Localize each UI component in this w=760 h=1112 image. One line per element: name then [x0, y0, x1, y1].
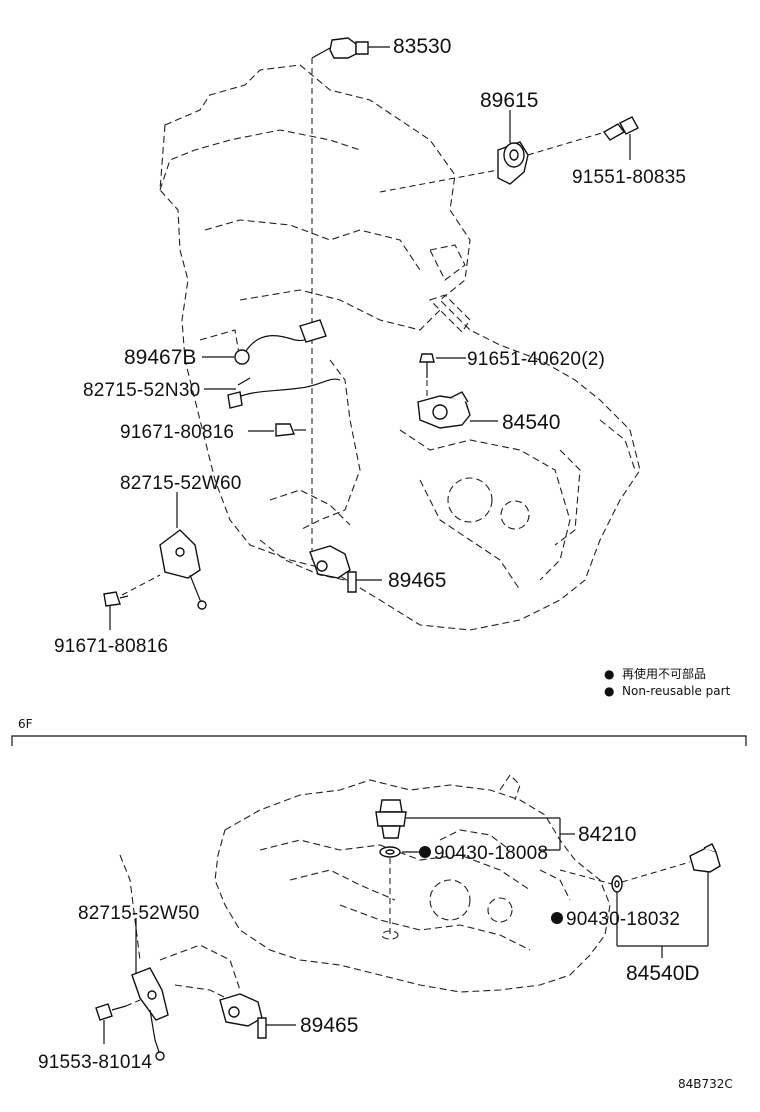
bracket-icon	[131, 918, 169, 1061]
bolt-icon	[419, 353, 466, 400]
callout-83530[interactable]: 83530	[393, 35, 451, 58]
callout-90430-18008[interactable]: 90430-18008	[434, 843, 548, 864]
callout-89465-top[interactable]: 89465	[388, 569, 446, 592]
bolt-icon	[602, 116, 639, 160]
callout-91553-81014[interactable]: 91553-81014	[38, 1052, 152, 1073]
knock-sensor-icon	[497, 110, 529, 185]
neutral-switch-icon	[617, 843, 721, 958]
legend-text-en: Non-reusable part	[622, 684, 731, 698]
speed-sensor-icon	[309, 545, 382, 593]
washer-icon	[559, 861, 691, 946]
callout-82715-52W60[interactable]: 82715-52W60	[120, 473, 242, 494]
callout-91671-80816-bottom[interactable]: 91671-80816	[54, 636, 168, 657]
callout-84210[interactable]: 84210	[578, 823, 636, 846]
harness-clamp-icon	[204, 377, 341, 409]
legend-bullet-en: ●	[604, 684, 614, 698]
engine-outline-top	[159, 64, 641, 631]
neutral-start-switch-icon	[417, 391, 498, 429]
callout-89467B[interactable]: 89467B	[124, 346, 196, 369]
bolt-icon	[103, 591, 129, 630]
section-divider	[11, 735, 747, 746]
callout-89615[interactable]: 89615	[480, 89, 538, 112]
transaxle-outline-bottom	[119, 774, 611, 1001]
oxygen-sensor-icon	[202, 319, 327, 365]
callout-91551-80835[interactable]: 91551-80835	[572, 167, 686, 188]
non-reusable-dot	[419, 846, 431, 858]
speed-sensor-icon	[219, 993, 296, 1039]
pressure-switch-icon	[375, 799, 575, 850]
legend-text-ja: 再使用不可部品	[622, 666, 706, 681]
callout-82715-52N30[interactable]: 82715-52N30	[83, 380, 200, 401]
callout-91671-80816-mid[interactable]: 91671-80816	[120, 422, 234, 443]
figure-id: 84B732C	[678, 1077, 733, 1091]
callout-84540[interactable]: 84540	[502, 411, 560, 434]
legend: ● 再使用不可部品 ● Non-reusable part	[604, 666, 731, 698]
bolt-icon	[248, 423, 306, 437]
oil-pressure-switch-icon	[329, 37, 390, 59]
legend-bullet-ja: ●	[604, 667, 614, 681]
callout-91651-40620[interactable]: 91651-40620(2)	[467, 349, 605, 370]
callout-89465-bottom[interactable]: 89465	[300, 1014, 358, 1037]
callout-84540D[interactable]: 84540D	[626, 962, 700, 985]
bolt-icon	[95, 999, 141, 1044]
callout-82715-52W50[interactable]: 82715-52W50	[78, 903, 200, 924]
section-label: 6F	[18, 717, 33, 731]
bracket-icon	[159, 492, 207, 610]
washer-icon	[379, 846, 560, 940]
callout-90430-18032[interactable]: 90430-18032	[566, 909, 680, 930]
non-reusable-dot	[551, 912, 563, 924]
